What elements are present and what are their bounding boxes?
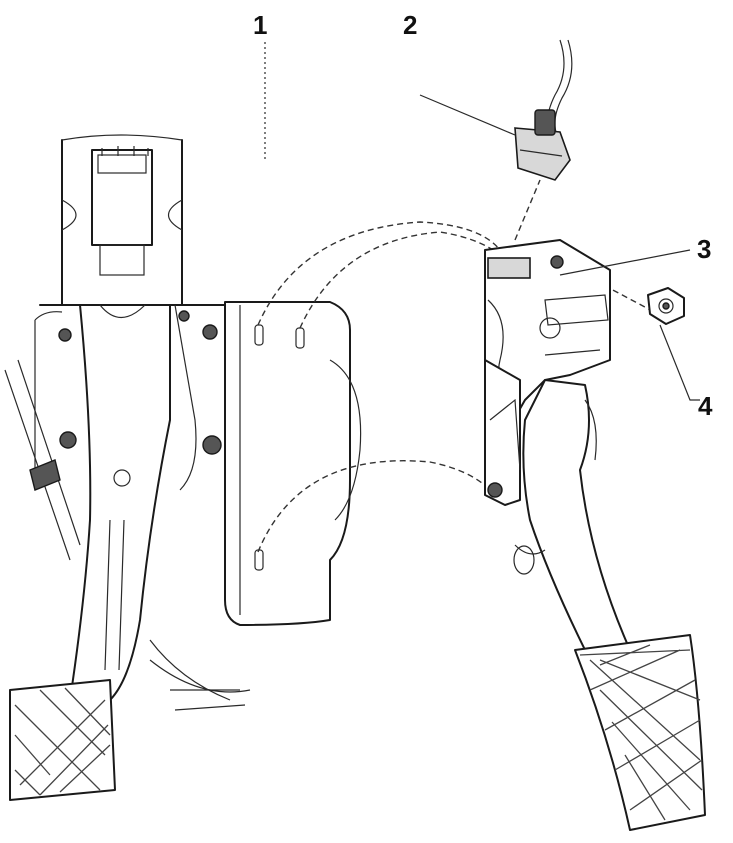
brake-pedal-assembly: [4, 134, 348, 801]
accelerator-pedal-module: [484, 239, 706, 831]
mounting-bracket: [224, 42, 362, 626]
callout-2: 2: [403, 10, 418, 40]
callout-3: 3: [697, 234, 712, 264]
callout-4: 4: [698, 391, 713, 421]
column-connector: [91, 149, 153, 246]
wiring-connector: [419, 39, 573, 181]
fastening-nut: [647, 287, 700, 401]
callout-1: 1: [253, 10, 268, 40]
assembly-guide-lines: [257, 179, 661, 553]
